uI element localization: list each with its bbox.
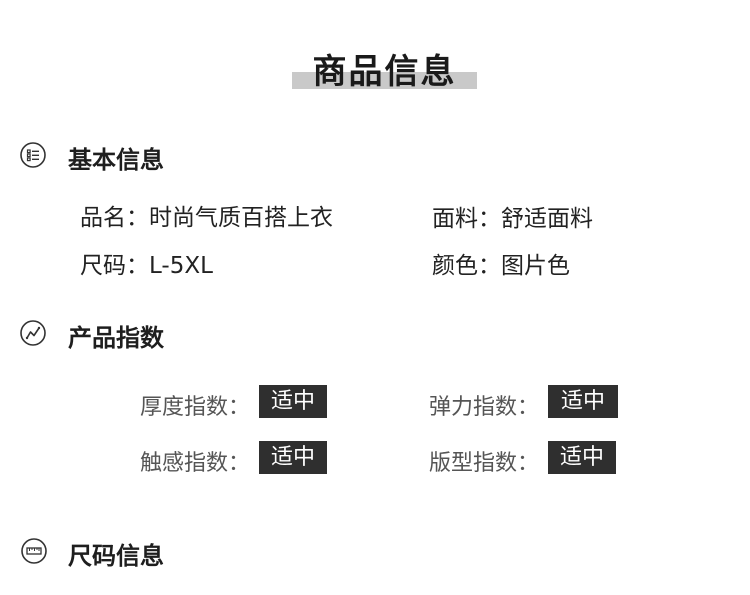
section-title-index: 产品指数	[68, 324, 164, 352]
index-touch-label: 触感指数：	[140, 451, 251, 476]
info-fabric-value: 舒适面料	[501, 206, 593, 232]
ruler-icon	[21, 538, 47, 568]
title-underline-bar	[292, 72, 477, 89]
index-thickness-badge: 适中	[259, 385, 327, 418]
page-title: 商品信息	[312, 52, 457, 92]
section-title-size: 尺码信息	[68, 542, 164, 570]
info-name: 品名：时尚气质百搭上衣	[80, 198, 333, 232]
list-icon	[20, 142, 46, 172]
info-name-value: 时尚气质百搭上衣	[149, 205, 333, 231]
index-fit-badge: 适中	[548, 441, 616, 474]
info-name-label: 品名：	[80, 205, 149, 231]
index-touch-badge: 适中	[259, 441, 327, 474]
section-title-basic: 基本信息	[68, 146, 164, 174]
trend-icon	[20, 320, 46, 350]
info-color-value: 图片色	[501, 253, 570, 279]
info-color-label: 颜色：	[432, 253, 501, 279]
info-size-value: L-5XL	[149, 253, 213, 279]
info-fabric-label: 面料：	[432, 206, 501, 232]
info-size-label: 尺码：	[80, 253, 149, 279]
index-fit-label: 版型指数：	[429, 451, 540, 476]
info-fabric: 面料：舒适面料	[432, 199, 593, 233]
index-elasticity-label: 弹力指数：	[429, 395, 540, 420]
index-thickness-label: 厚度指数：	[140, 395, 251, 420]
info-color: 颜色：图片色	[432, 246, 570, 280]
info-size: 尺码：L-5XL	[80, 246, 213, 280]
index-elasticity-badge: 适中	[548, 385, 618, 418]
